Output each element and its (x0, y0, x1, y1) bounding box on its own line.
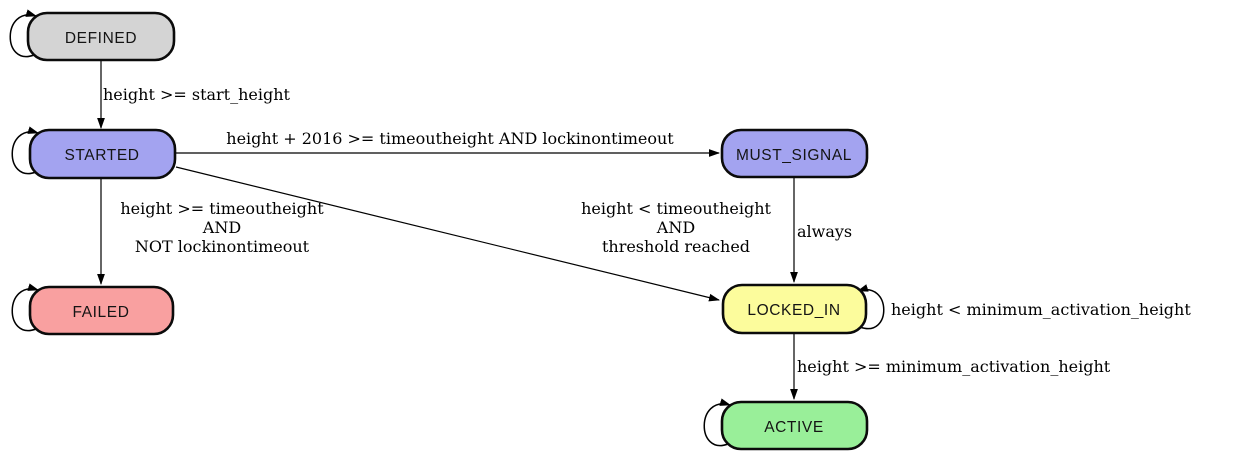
state-must-signal: MUST_SIGNAL (720, 128, 869, 179)
svg-text:NOT lockinontimeout: NOT lockinontimeout (135, 237, 310, 256)
state-failed-label: FAILED (72, 304, 129, 321)
edge-label-started-to-failed: height >= timeoutheight AND NOT lockinon… (120, 199, 324, 256)
state-locked-in: LOCKED_IN (721, 283, 868, 335)
edge-label-must-signal-to-locked-in: always (797, 222, 852, 241)
state-locked-in-box (721, 283, 868, 335)
state-defined-box (26, 11, 176, 62)
self-loop-defined (9, 9, 37, 58)
state-started-label: STARTED (64, 147, 139, 164)
edge-label-locked-in-self-loop: height < minimum_activation_height (891, 300, 1191, 319)
state-must-signal-label: MUST_SIGNAL (736, 147, 852, 164)
edge-label-locked-in-to-active: height >= minimum_activation_height (797, 357, 1111, 376)
state-started: STARTED (28, 128, 177, 180)
svg-text:height >= timeoutheight: height >= timeoutheight (120, 199, 324, 218)
self-loop-started (11, 126, 39, 175)
edge-started-to-locked-in (175, 166, 720, 302)
state-active-box (720, 400, 869, 451)
state-locked-in-label: LOCKED_IN (747, 302, 840, 319)
state-failed-box (28, 285, 175, 336)
svg-text:height < timeoutheight: height < timeoutheight (581, 199, 771, 218)
edge-label-started-to-locked-in: height < timeoutheight AND threshold rea… (581, 199, 771, 256)
state-defined-label: DEFINED (65, 30, 137, 47)
self-loop-failed (11, 283, 39, 332)
state-defined: DEFINED (26, 11, 176, 62)
self-loop-locked-in (857, 284, 885, 330)
svg-text:threshold reached: threshold reached (602, 237, 750, 256)
state-started-box (28, 128, 177, 180)
state-failed: FAILED (28, 285, 175, 336)
self-loop-active (703, 398, 731, 447)
svg-text:AND: AND (202, 218, 241, 237)
state-active: ACTIVE (720, 400, 869, 451)
state-active-label: ACTIVE (764, 419, 824, 436)
state-must-signal-box (720, 128, 869, 179)
svg-text:AND: AND (656, 218, 695, 237)
edge-label-defined-to-started: height >= start_height (103, 85, 291, 104)
edge-label-started-to-must-signal: height + 2016 >= timeoutheight AND locki… (226, 129, 674, 148)
